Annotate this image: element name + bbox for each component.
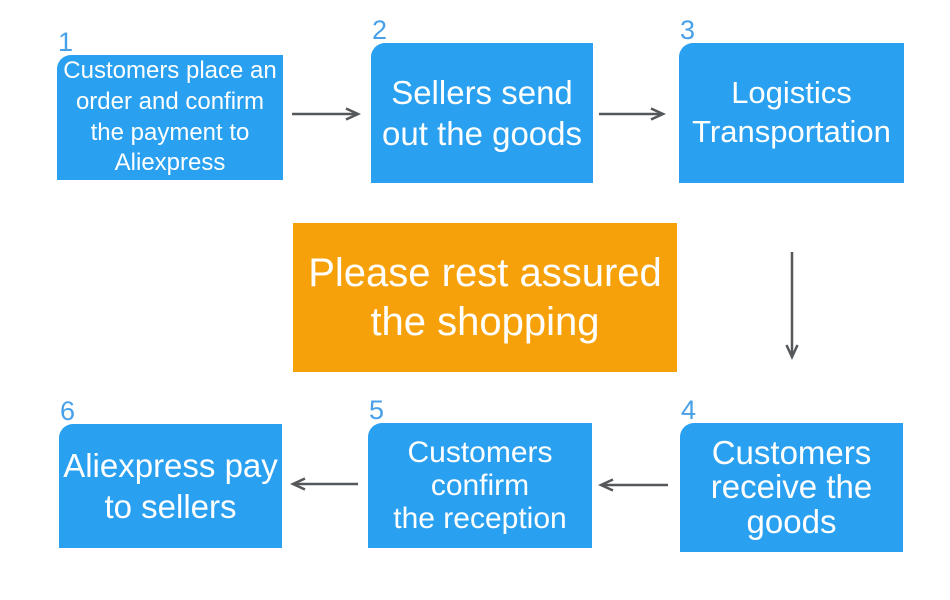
arrow-right-icon-step1-to-step2	[292, 107, 362, 121]
step-5-box: Customers confirm the reception	[368, 423, 592, 548]
step-4-number: 4	[681, 395, 697, 425]
step-1-number: 1	[58, 27, 74, 57]
step-2-number: 2	[372, 15, 388, 45]
step-3-box: Logistics Transportation	[679, 43, 904, 183]
step-2: 2 Sellers send out the goods	[371, 17, 593, 183]
step-6-number: 6	[60, 396, 76, 426]
step-4: 4 Customers receive the goods	[680, 397, 903, 552]
step-4-label: Customers receive the goods	[710, 433, 873, 540]
arrow-left-icon-step4-to-step5	[597, 478, 668, 492]
step-6: 6 Aliexpress pay to sellers	[59, 398, 282, 548]
arrow-down-icon-step3-to-step4	[785, 252, 799, 361]
step-4-box: Customers receive the goods	[680, 423, 903, 552]
step-3-label: Logistics Transportation	[692, 75, 891, 149]
step-5-number: 5	[369, 395, 385, 425]
assurance-banner-label: Please rest assured the shopping	[308, 250, 662, 344]
arrow-left-icon-step5-to-step6	[289, 477, 358, 491]
step-3: 3 Logistics Transportation	[679, 17, 904, 183]
step-3-number: 3	[680, 15, 696, 45]
step-1-label: Customers place an order and confirm the…	[63, 57, 277, 177]
step-5: 5 Customers confirm the reception	[368, 397, 592, 548]
step-2-label: Sellers send out the goods	[382, 73, 582, 152]
step-6-label: Aliexpress pay to sellers	[63, 446, 278, 525]
step-5-label: Customers confirm the reception	[393, 436, 567, 535]
step-1: 1 Customers place an order and confirm t…	[57, 29, 283, 180]
step-6-box: Aliexpress pay to sellers	[59, 424, 282, 548]
step-1-box: Customers place an order and confirm the…	[57, 55, 283, 180]
step-2-box: Sellers send out the goods	[371, 43, 593, 183]
arrow-right-icon-step2-to-step3	[599, 107, 667, 121]
assurance-banner: Please rest assured the shopping	[293, 223, 677, 372]
